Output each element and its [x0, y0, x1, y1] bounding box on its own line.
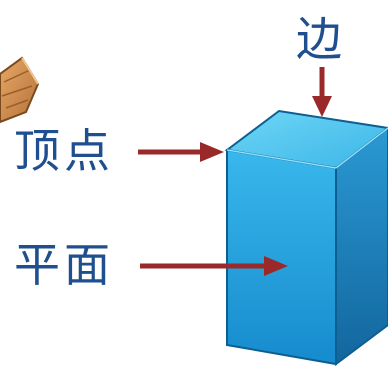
edge-arrow — [312, 67, 332, 117]
wood-block-fragment — [0, 56, 40, 124]
face-arrow — [140, 256, 288, 276]
vertex-label: 顶点 — [14, 124, 114, 178]
prism-side-face — [335, 126, 388, 366]
prism-front-face — [226, 148, 337, 366]
edge-label: 边 — [296, 12, 346, 66]
rectangular-prism — [224, 109, 388, 366]
face-label: 平面 — [14, 238, 114, 292]
vertex-arrow — [138, 142, 224, 162]
